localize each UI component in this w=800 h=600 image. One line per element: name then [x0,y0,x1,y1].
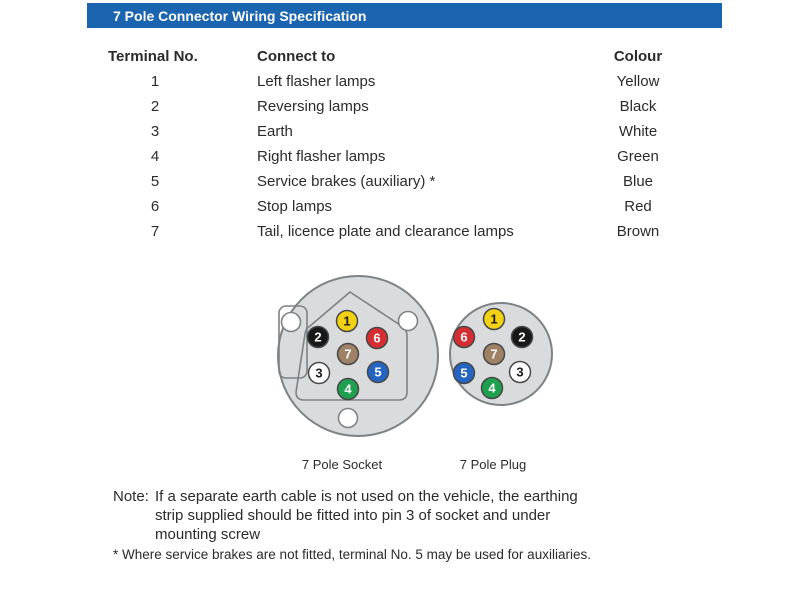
socket-pin-5: 5 [366,360,390,384]
pin-circle-red [365,326,389,350]
pin-number: 3 [516,365,523,380]
connect-to-cell: Tail, licence plate and clearance lamps [257,223,514,240]
note-block: Note: If a separate earth cable is not u… [113,487,578,544]
connector-diagrams: 1 2 6 7 3 5 4 1 6 2 7 5 3 4 [277,275,553,437]
plug-pin-7: 7 [482,342,506,366]
socket-pin-3: 3 [307,361,331,385]
mounting-hole [397,310,419,332]
col-header-colour: Colour [613,48,663,65]
pin-circle-yellow [335,309,359,333]
pin-number: 2 [314,330,321,345]
pin-number: 6 [373,331,380,346]
pin-number: 4 [488,381,496,396]
plug-pin-5: 5 [452,361,476,385]
connect-to-cell: Reversing lamps [257,98,369,115]
pin-circle-brown [482,342,506,366]
socket-pin-2: 2 [306,325,330,349]
pin-number: 6 [460,330,467,345]
pin-number: 1 [343,314,350,329]
table-row: 4 Right flasher lamps Green [87,144,722,169]
plug-pin-4: 4 [480,376,504,400]
colour-cell: White [618,123,658,140]
plug-label: 7 Pole Plug [459,457,527,472]
note-text: If a separate earth cable is not used on… [155,487,578,544]
earthing-strip-outline [278,305,308,379]
pin-number: 4 [344,382,352,397]
pin-number: 3 [315,366,322,381]
table-header-row: Terminal No. Connect to Colour [87,44,722,69]
col-header-connect: Connect to [257,48,336,65]
terminal-no-cell: 2 [150,98,160,115]
terminal-no-cell: 3 [150,123,160,140]
title-bar: 7 Pole Connector Wiring Specification [87,3,722,28]
mounting-hole [337,407,359,429]
table-row: 2 Reversing lamps Black [87,94,722,119]
pin-number: 2 [518,330,525,345]
pin-circle-green [336,377,360,401]
footnote: * Where service brakes are not fitted, t… [113,547,591,562]
pin-circle-green [480,376,504,400]
socket-diagram: 1 2 6 7 3 5 4 [277,275,439,437]
table-row: 7 Tail, licence plate and clearance lamps… [87,219,722,244]
connect-to-cell: Service brakes (auxiliary) * [257,173,436,190]
note-line: mounting screw [155,526,261,543]
socket-label: 7 Pole Socket [301,457,383,472]
terminal-no-cell: 1 [150,73,160,90]
pin-circle-blue [366,360,390,384]
pin-circle-white [307,361,331,385]
table-body: 1 Left flasher lamps Yellow 2 Reversing lamp… [87,69,722,244]
colour-cell: Black [619,98,657,115]
connect-to-cell: Left flasher lamps [257,73,376,90]
mounting-hole [280,311,302,333]
pin-circle-black [306,325,330,349]
terminal-no-cell: 4 [150,148,160,165]
socket-pin-1: 1 [335,309,359,333]
pin-number: 5 [460,366,467,381]
pin-circle-yellow [482,307,506,331]
terminal-no-cell: 5 [150,173,160,190]
colour-cell: Brown [616,223,660,240]
pin-number: 5 [374,365,381,380]
colour-cell: Yellow [616,73,660,90]
pin-number: 7 [344,347,351,362]
pin-circle-black [510,325,534,349]
connect-to-cell: Earth [257,123,293,140]
page-title: 7 Pole Connector Wiring Specification [113,7,367,24]
table-row: 6 Stop lamps Red [87,194,722,219]
colour-cell: Blue [622,173,654,190]
socket-pin-7: 7 [336,342,360,366]
note-line: If a separate earth cable is not used on… [155,488,578,505]
colour-cell: Green [617,148,659,165]
table-row: 1 Left flasher lamps Yellow [87,69,722,94]
terminal-no-cell: 6 [150,198,160,215]
connect-to-cell: Right flasher lamps [257,148,386,165]
colour-cell: Red [624,198,652,215]
table-row: 5 Service brakes (auxiliary) * Blue [87,169,722,194]
pin-circle-white [508,360,532,384]
connect-to-cell: Stop lamps [257,198,333,215]
socket-pin-6: 6 [365,326,389,350]
pin-number: 1 [490,312,497,327]
pin-circle-blue [452,361,476,385]
col-header-terminal: Terminal No. [108,48,198,65]
plug-pin-6: 6 [452,325,476,349]
note-label: Note: [113,488,149,505]
plug-diagram: 1 6 2 7 5 3 4 [449,302,553,406]
plug-pin-1: 1 [482,307,506,331]
terminal-no-cell: 7 [150,223,160,240]
pin-number: 7 [490,347,497,362]
socket-pin-4: 4 [336,377,360,401]
plug-pin-2: 2 [510,325,534,349]
wiring-table: Terminal No. Connect to Colour 1 Left fla… [87,44,722,244]
note-line: strip supplied should be fitted into pin… [155,507,551,524]
socket-keyway-outline [295,291,408,401]
table-row: 3 Earth White [87,119,722,144]
pin-circle-brown [336,342,360,366]
pin-circle-red [452,325,476,349]
plug-pin-3: 3 [508,360,532,384]
